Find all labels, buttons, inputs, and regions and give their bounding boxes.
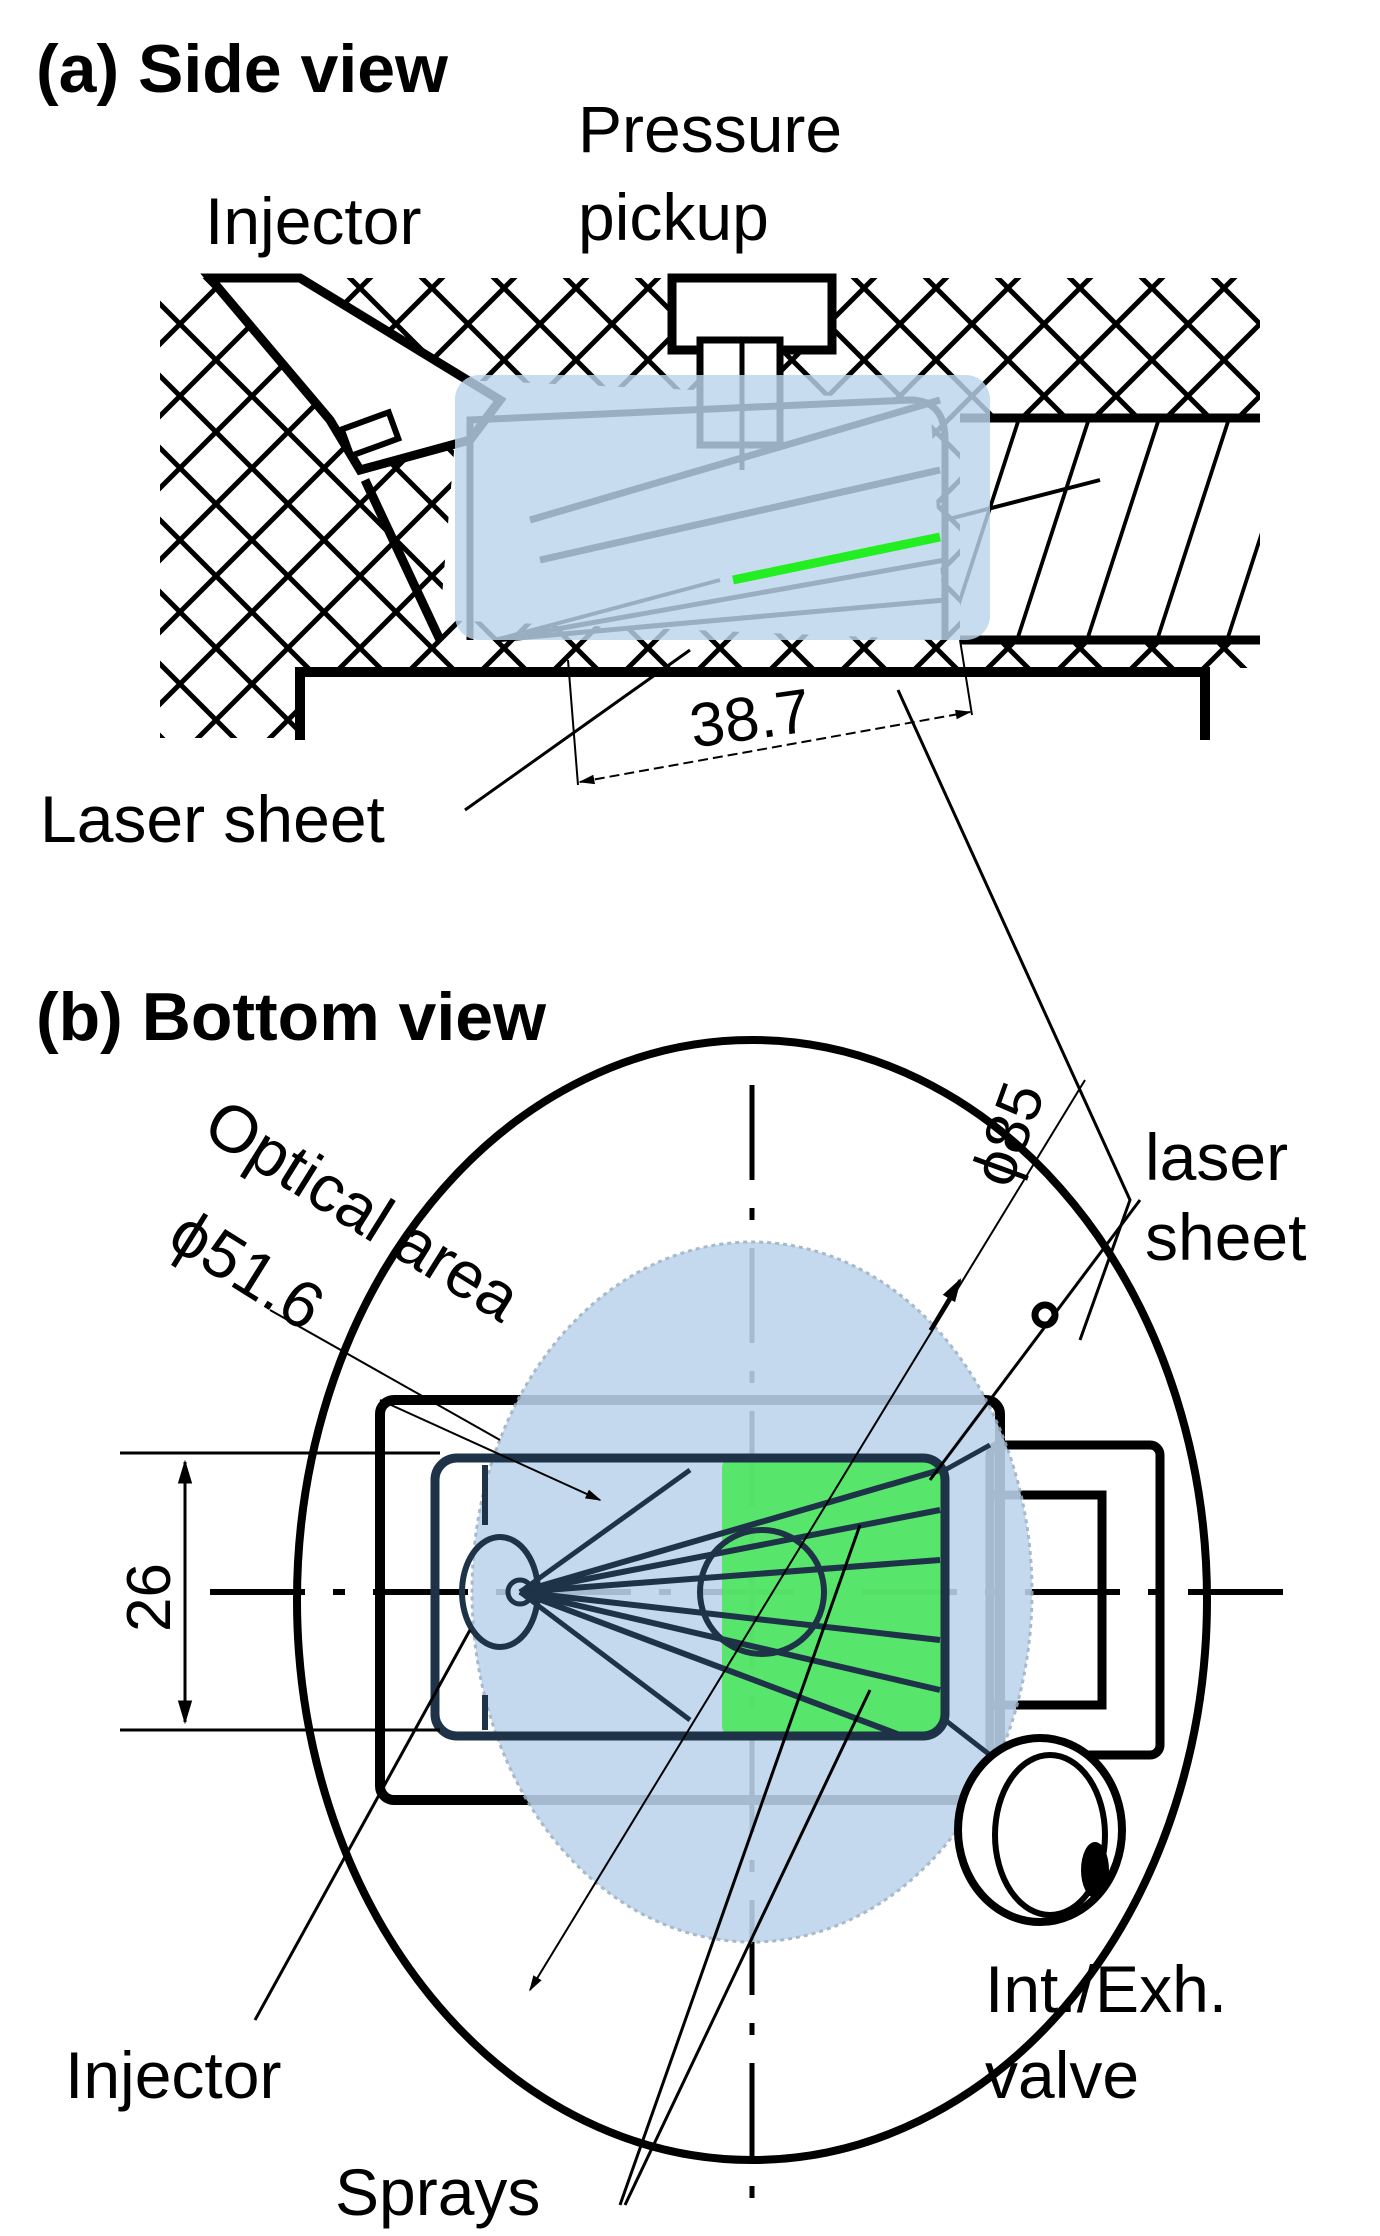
- dimension-26-value: 26: [115, 1563, 184, 1632]
- liner-hatch: [960, 418, 1260, 640]
- panel-b-title: (b) Bottom view: [36, 979, 547, 1055]
- laser-sheet-leader-b: [928, 1199, 1142, 1481]
- laser-sheet-connector: [896, 689, 1132, 1341]
- valve-label-line1: Int./Exh.: [985, 1952, 1227, 2026]
- injector-label-bottom: Injector: [65, 2038, 281, 2112]
- window-inner: [430, 1453, 950, 1741]
- pressure-pickup-label-line2: pickup: [578, 180, 769, 254]
- bore-diameter-label: ϕ85: [958, 1074, 1058, 1195]
- injector-leader-bottom: [253, 1629, 472, 2021]
- dimension-26: 26: [115, 1451, 440, 1732]
- sprays-label: Sprays: [335, 2155, 540, 2229]
- injector-label-side: Injector: [205, 184, 421, 258]
- optical-window-overlay: [455, 375, 990, 640]
- laser-sheet-leader-a: [464, 648, 691, 812]
- dimension-38-7: 38.7: [567, 639, 973, 786]
- panel-a-side-view: (a) Side view Pressure pickup Injector: [36, 31, 1260, 856]
- laser-sheet-line: [732, 532, 941, 585]
- valve-label-line2: valve: [985, 2038, 1139, 2112]
- sprays-leader-2: [623, 1689, 872, 2206]
- pressure-pickup-label-line1: Pressure: [578, 92, 842, 166]
- dimension-38-7-value: 38.7: [686, 676, 815, 761]
- sprays-leader-1: [618, 1524, 862, 2206]
- laser-sheet-label-bottom-line2: sheet: [1145, 1200, 1306, 1274]
- injector-body: [200, 273, 507, 642]
- laser-sheet-label-side: Laser sheet: [40, 782, 385, 856]
- intake-exhaust-valve: [954, 1734, 1126, 1926]
- bore-circle: [293, 1036, 1211, 2164]
- injector-nozzle-bottom: [459, 1442, 992, 1757]
- laser-sheet-label-bottom-line1: laser: [1145, 1120, 1288, 1194]
- panel-a-title: (a) Side view: [36, 31, 449, 107]
